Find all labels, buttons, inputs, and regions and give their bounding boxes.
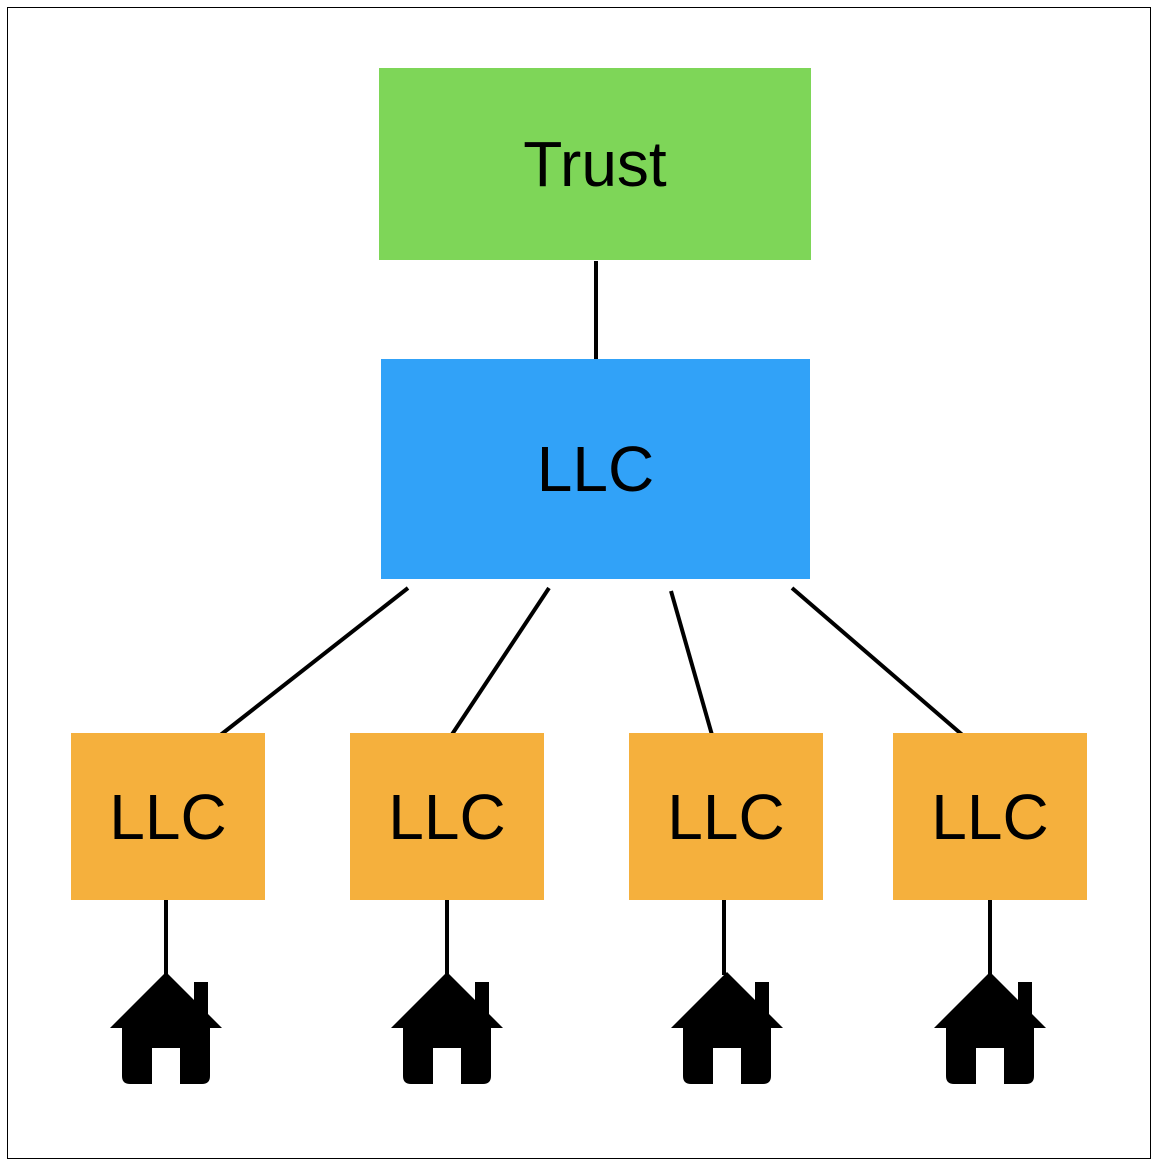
parent-llc-label: LLC — [536, 433, 655, 505]
child-llc-box-4: LLC — [893, 733, 1087, 900]
parent-llc-box: LLC — [381, 359, 810, 579]
trust-label: Trust — [523, 128, 667, 200]
connector-llc-child-4 — [790, 586, 983, 753]
child-llc-label-4: LLC — [931, 780, 1049, 853]
house-icon — [391, 972, 503, 1084]
trust-box: Trust — [379, 68, 811, 260]
connector-llc-child-3 — [669, 590, 718, 750]
connector-llc-child-2 — [439, 586, 551, 753]
house-icon — [934, 972, 1046, 1084]
house-icon — [110, 972, 222, 1084]
child-llc-label-2: LLC — [388, 780, 506, 853]
house-icon — [671, 972, 783, 1084]
child-llc-box-2: LLC — [350, 733, 544, 900]
child-llc-label-3: LLC — [667, 780, 785, 853]
child-llc-box-3: LLC — [629, 733, 823, 900]
child-llc-label-1: LLC — [109, 780, 227, 853]
connector-llc-child-1 — [198, 586, 410, 753]
child-llc-box-1: LLC — [71, 733, 265, 900]
